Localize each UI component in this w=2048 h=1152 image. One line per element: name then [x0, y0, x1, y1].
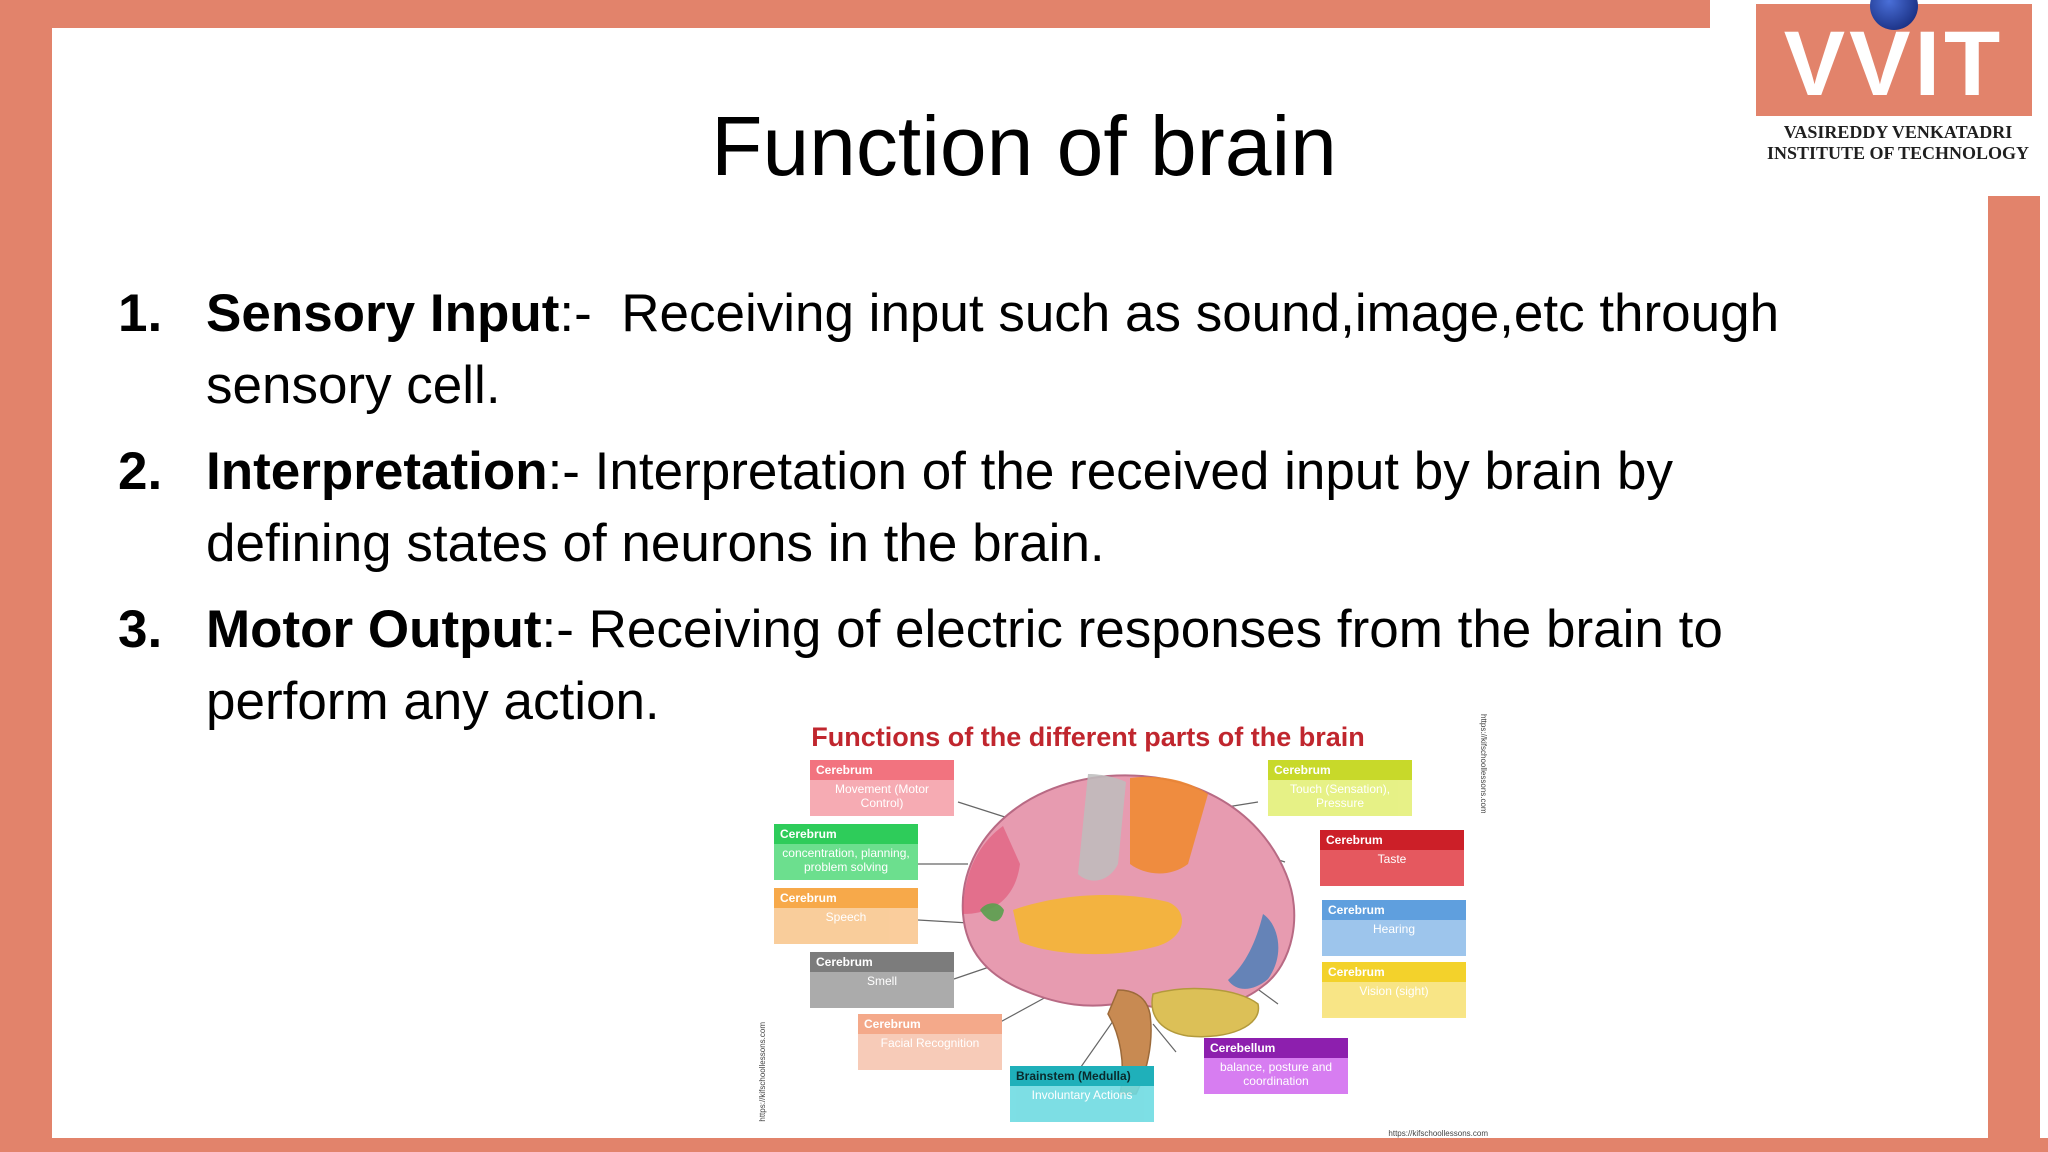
label-body: Movement (Motor Control): [810, 780, 954, 816]
item-separator: :-: [541, 600, 574, 659]
item-separator: :-: [547, 442, 580, 501]
list-item: 2. Interpretation:- Interpretation of the…: [118, 436, 1838, 580]
brain-shape: [961, 774, 1296, 1095]
brain-illustration: [917, 774, 1296, 1095]
vvit-logo: VVIT VASIREDDY VENKATADRI INSTITUTE OF T…: [1752, 0, 2044, 170]
logo-text: VVIT: [1783, 13, 2005, 115]
label-heading: Cerebrum: [774, 824, 918, 844]
slide-frame-top: [0, 0, 1710, 28]
label-heading: Cerebrum: [1322, 900, 1466, 920]
label-heading: Cerebrum: [858, 1014, 1002, 1034]
function-list: 1.Sensory Input:- Receiving input such a…: [118, 278, 1838, 752]
label-body: concentration, planning, problem solving: [774, 844, 918, 880]
slide-title: Function of brain: [711, 99, 1337, 193]
label-body: Touch (Sensation), Pressure: [1268, 780, 1412, 816]
item-text: Receiving input such as sound,image,etc …: [206, 284, 1794, 415]
label-vision: Cerebrum Vision (sight): [1322, 962, 1466, 1018]
label-heading: Cerebrum: [774, 888, 918, 908]
label-body: Smell: [810, 972, 954, 1008]
list-item: 3. Motor Output:- Receiving of electric r…: [118, 594, 1838, 738]
label-heading: Brainstem (Medulla): [1010, 1066, 1154, 1086]
item-number: 1.: [118, 284, 163, 343]
item-number: 3.: [118, 600, 163, 659]
logo-line-2: INSTITUTE OF TECHNOLOGY: [1766, 143, 2030, 163]
label-body: Involuntary Actions: [1010, 1086, 1154, 1122]
label-touch: Cerebrum Touch (Sensation), Pressure: [1268, 760, 1412, 816]
label-heading: Cerebrum: [1320, 830, 1464, 850]
label-body: Taste: [1320, 850, 1464, 886]
item-term: Motor Output: [206, 600, 542, 659]
label-facial-recognition: Cerebrum Facial Recognition: [858, 1014, 1002, 1070]
figure-credit: https://kifschoollessons.com: [1479, 714, 1488, 814]
item-text: Interpretation of the received input by …: [206, 442, 1688, 573]
label-concentration: Cerebrum concentration, planning, proble…: [774, 824, 918, 880]
label-brainstem: Brainstem (Medulla) Involuntary Actions: [1010, 1066, 1154, 1122]
label-cerebellum: Cerebellum balance, posture and coordina…: [1204, 1038, 1348, 1094]
figure-credit: https://kifschoollessons.com: [758, 1022, 767, 1122]
label-body: Speech: [774, 908, 918, 944]
label-heading: Cerebellum: [1204, 1038, 1348, 1058]
figure-title: Functions of the different parts of the …: [811, 722, 1365, 752]
item-separator: :-: [559, 284, 592, 343]
label-movement: Cerebrum Movement (Motor Control): [810, 760, 954, 816]
label-hearing: Cerebrum Hearing: [1322, 900, 1466, 956]
label-taste: Cerebrum Taste: [1320, 830, 1464, 886]
slide-frame-bottom: [0, 1138, 2048, 1152]
label-body: balance, posture and coordination: [1204, 1058, 1348, 1094]
label-heading: Cerebrum: [810, 760, 954, 780]
label-body: Hearing: [1322, 920, 1466, 956]
label-heading: Cerebrum: [810, 952, 954, 972]
label-body: Facial Recognition: [858, 1034, 1002, 1070]
list-item: 1. Sensory Input:- Receiving input such a…: [118, 278, 1838, 422]
logo-subtitle: VASIREDDY VENKATADRI INSTITUTE OF TECHNO…: [1752, 122, 2044, 164]
item-term: Interpretation: [206, 442, 548, 501]
label-speech: Cerebrum Speech: [774, 888, 918, 944]
item-term: Sensory Input: [206, 284, 560, 343]
figure-credit: https://kifschoollessons.com: [1388, 1129, 1488, 1138]
logo-line-1: VASIREDDY VENKATADRI: [1783, 122, 2013, 142]
label-body: Vision (sight): [1322, 982, 1466, 1018]
brain-diagram: Functions of the different parts of the …: [758, 714, 1488, 1142]
label-smell: Cerebrum Smell: [810, 952, 954, 1008]
item-number: 2.: [118, 442, 163, 501]
label-heading: Cerebrum: [1322, 962, 1466, 982]
slide-frame-right: [1988, 196, 2040, 1152]
item-text: Receiving of electric responses from the…: [206, 600, 1738, 731]
slide-frame-left: [0, 0, 52, 1152]
label-heading: Cerebrum: [1268, 760, 1412, 780]
